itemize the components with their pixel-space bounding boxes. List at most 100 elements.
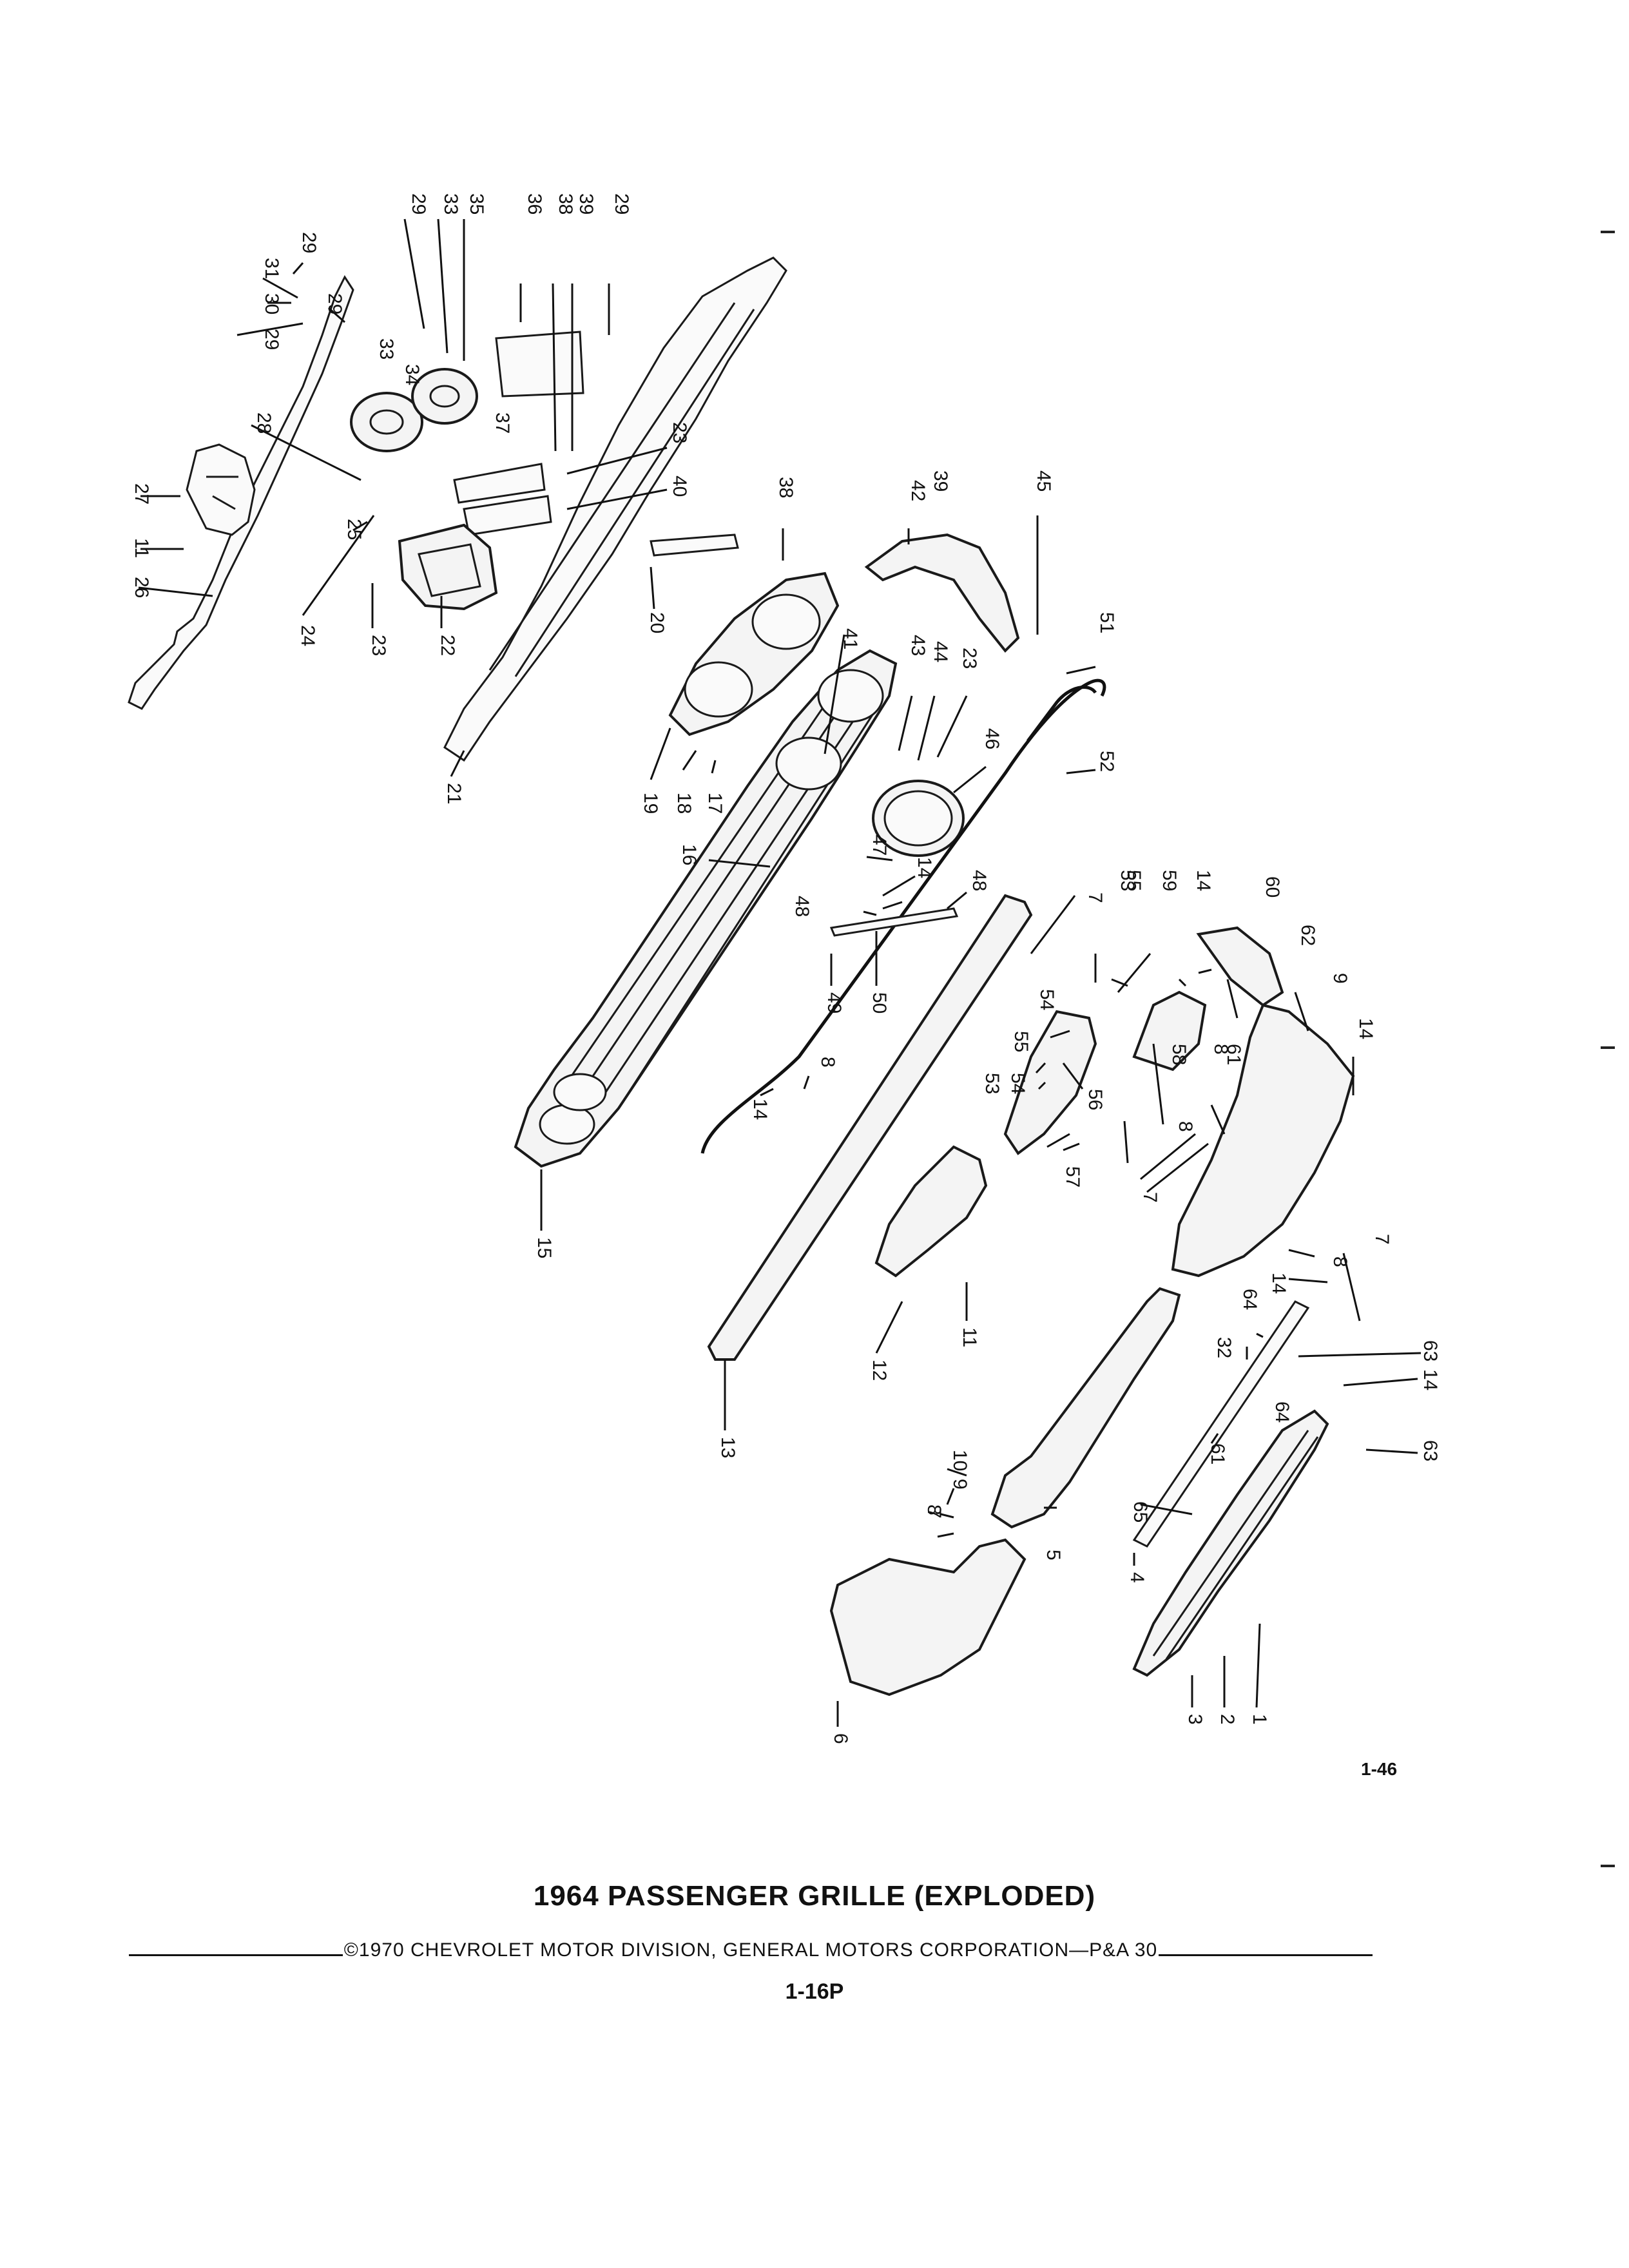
part-bracket-57 bbox=[1003, 1010, 1097, 1155]
callout-2: 2 bbox=[1217, 1714, 1238, 1725]
part-bezel-22 bbox=[398, 523, 498, 611]
callout-8: 8 bbox=[1175, 1121, 1196, 1132]
rule-left bbox=[129, 1954, 343, 1956]
callout-14: 14 bbox=[1420, 1369, 1441, 1390]
callout-52: 52 bbox=[1096, 751, 1117, 772]
callout-32: 32 bbox=[1213, 1337, 1235, 1358]
callout-38: 38 bbox=[775, 477, 796, 498]
callout-18: 18 bbox=[673, 793, 695, 814]
rule-right bbox=[1159, 1954, 1373, 1956]
callout-9: 9 bbox=[1329, 973, 1351, 984]
callout-28: 28 bbox=[253, 412, 275, 434]
part-lower-strip-3 bbox=[1132, 1409, 1329, 1677]
callout-23: 23 bbox=[368, 635, 389, 656]
callout-26: 26 bbox=[131, 577, 152, 598]
callout-14: 14 bbox=[1355, 1018, 1376, 1039]
callout-23: 23 bbox=[959, 648, 980, 669]
callout-6: 6 bbox=[830, 1733, 851, 1744]
callout-7: 7 bbox=[1084, 892, 1106, 903]
callout-16: 16 bbox=[679, 844, 700, 865]
callout-21: 21 bbox=[443, 783, 465, 804]
callout-labels: 29 31 30 29 29 33 34 29 33 35 36 38 39 2… bbox=[131, 193, 1441, 1744]
callout-12: 12 bbox=[869, 1360, 890, 1381]
callout-10: 10 bbox=[949, 1450, 970, 1471]
part-lower-molding-13 bbox=[707, 894, 1033, 1361]
callout-23: 23 bbox=[669, 422, 690, 443]
part-strip-4 bbox=[1132, 1300, 1310, 1548]
caption-title: 1964 PASSENGER GRILLE (EXPLODED) bbox=[533, 1880, 1096, 1912]
callout-29: 29 bbox=[261, 329, 282, 350]
callout-14: 14 bbox=[1193, 870, 1214, 891]
callout-60: 60 bbox=[1262, 876, 1283, 898]
callout-24: 24 bbox=[297, 625, 318, 646]
callout-42: 42 bbox=[907, 480, 929, 501]
part-panel-37 bbox=[453, 463, 546, 504]
callout-19: 19 bbox=[640, 793, 661, 814]
callout-44: 44 bbox=[930, 641, 951, 662]
part-cap-60 bbox=[1196, 926, 1284, 1007]
callout-8: 8 bbox=[1329, 1256, 1351, 1267]
part-plate-36 bbox=[495, 331, 584, 398]
callout-49: 49 bbox=[824, 992, 845, 1014]
callout-56: 56 bbox=[1084, 1089, 1106, 1110]
page-number: 1-16P bbox=[785, 1979, 844, 2004]
callout-29: 29 bbox=[324, 293, 345, 314]
callout-29: 29 bbox=[408, 193, 429, 215]
copyright-text: ©1970 CHEVROLET MOTOR DIVISION, GENERAL … bbox=[343, 1939, 1158, 1961]
callout-63: 63 bbox=[1420, 1440, 1441, 1461]
callout-65: 65 bbox=[1130, 1501, 1151, 1523]
callout-64: 64 bbox=[1239, 1289, 1260, 1310]
callout-14: 14 bbox=[1268, 1273, 1289, 1294]
callout-7: 7 bbox=[923, 1508, 945, 1519]
callout-46: 46 bbox=[981, 728, 1003, 749]
callout-25: 25 bbox=[343, 519, 365, 540]
callout-4: 4 bbox=[1126, 1572, 1148, 1583]
part-support-bar-left bbox=[128, 274, 354, 710]
callout-11: 11 bbox=[131, 538, 152, 558]
callout-31: 31 bbox=[261, 258, 282, 279]
figure-number: 1-46 bbox=[1361, 1759, 1398, 1779]
part-ring-46 bbox=[872, 780, 965, 857]
part-housing-34 bbox=[350, 392, 423, 452]
callout-37: 37 bbox=[492, 412, 513, 434]
part-upper-panel-21 bbox=[443, 256, 787, 762]
callout-40: 40 bbox=[669, 476, 690, 497]
part-bracket-27 bbox=[186, 443, 256, 536]
exploded-parts-diagram: 29 31 30 29 29 33 34 29 33 35 36 38 39 2… bbox=[128, 193, 1441, 1744]
callout-14: 14 bbox=[914, 857, 935, 878]
leader-lines bbox=[138, 218, 1422, 1727]
part-deflector-42 bbox=[864, 533, 1020, 653]
callout-45: 45 bbox=[1033, 470, 1054, 492]
callout-8: 8 bbox=[817, 1057, 838, 1068]
callout-29: 29 bbox=[298, 232, 320, 253]
part-lamp-housing-58 bbox=[1132, 990, 1207, 1072]
part-headlamp-panel-19 bbox=[668, 572, 840, 736]
callout-55: 55 bbox=[1010, 1031, 1032, 1052]
callout-51: 51 bbox=[1096, 612, 1117, 633]
callout-58: 58 bbox=[1168, 1044, 1190, 1065]
callout-53: 53 bbox=[1117, 870, 1138, 891]
callout-48: 48 bbox=[791, 896, 813, 917]
margin-tick-bottom bbox=[1601, 1865, 1615, 1867]
callout-54: 54 bbox=[1036, 989, 1057, 1010]
callout-39: 39 bbox=[930, 470, 951, 492]
callout-29: 29 bbox=[611, 193, 632, 215]
callout-43: 43 bbox=[907, 635, 929, 656]
callout-55: 55 bbox=[1123, 870, 1144, 891]
callout-57: 57 bbox=[1062, 1166, 1083, 1187]
callout-54: 54 bbox=[1007, 1073, 1028, 1094]
part-panel-40 bbox=[463, 495, 552, 536]
part-air-deflector-12 bbox=[874, 1145, 988, 1278]
part-housing-35 bbox=[411, 368, 478, 425]
callout-1: 1 bbox=[1249, 1714, 1270, 1725]
margin-tick-top bbox=[1601, 231, 1615, 233]
callout-27: 27 bbox=[131, 483, 152, 505]
callout-38: 38 bbox=[555, 193, 576, 215]
part-fender-extension-right-6 bbox=[1171, 1003, 1355, 1278]
callout-35: 35 bbox=[466, 193, 487, 215]
callout-36: 36 bbox=[524, 193, 545, 215]
callout-7: 7 bbox=[1139, 1192, 1161, 1203]
callout-8: 8 bbox=[1210, 1044, 1231, 1055]
callout-48: 48 bbox=[969, 870, 990, 891]
callout-14: 14 bbox=[749, 1099, 771, 1120]
